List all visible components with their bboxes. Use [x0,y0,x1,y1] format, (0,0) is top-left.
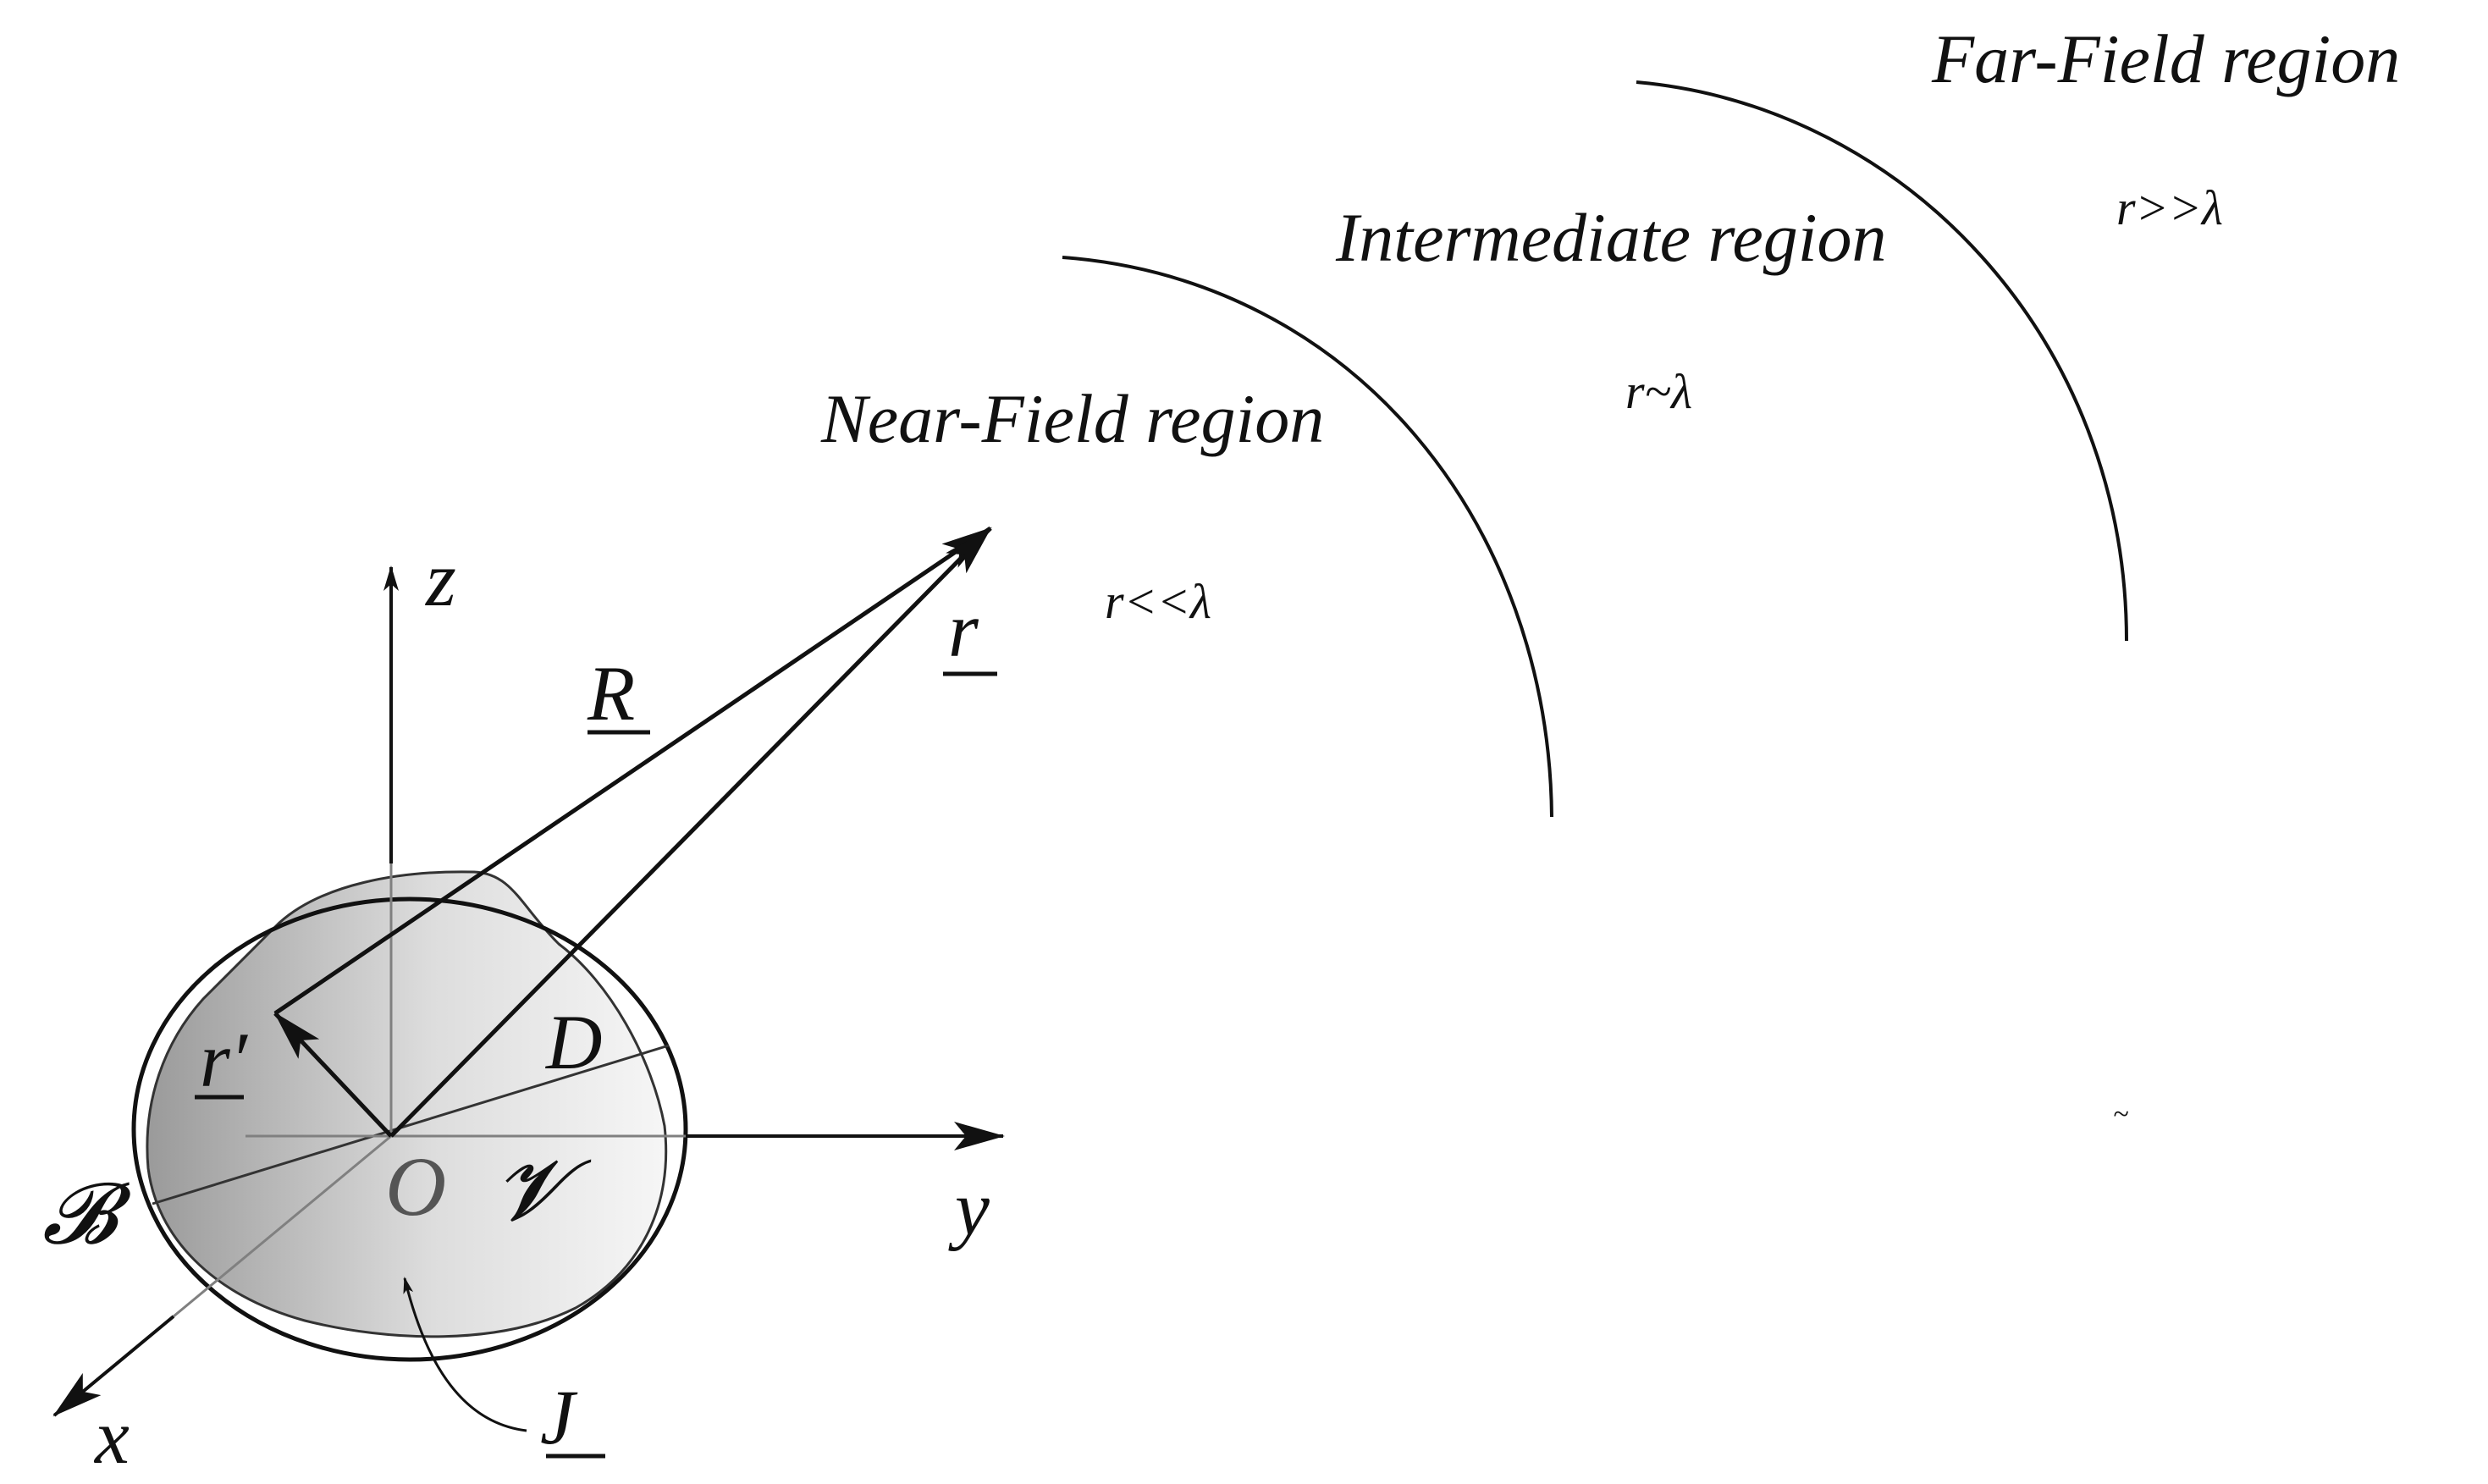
source-volume [146,870,668,1338]
label-z-axis: z [424,536,456,622]
x-axis-inner [173,1134,392,1318]
far-field-condition: r>>λ [2116,180,2223,235]
label-diameter: D [544,999,602,1085]
intermediate-title: Intermediate region [1335,199,1887,276]
far-field-title: Far-Field region [1931,20,2400,97]
label-r-prime: r′ [200,1017,249,1103]
label-x-axis: x [93,1393,130,1480]
label-current: J [540,1374,578,1460]
diameter-line [152,1044,670,1205]
near-field-title: Near-Field region [820,380,1324,457]
far-field-boundary-arc [1636,80,2128,642]
near-field-condition: r<<λ [1105,574,1211,629]
vector-r [389,527,992,1138]
vector-r-prime [273,1012,393,1138]
near-field-boundary-arc [1062,256,1553,818]
stray-tilde-mark: ~ [2113,1099,2128,1130]
intermediate-condition: r~λ [1625,364,1692,419]
label-R: R [587,650,635,736]
vector-R [273,526,992,1016]
label-y-axis: y [948,1165,990,1251]
label-r: r [948,587,979,673]
label-boundary: 𝓑 [42,1164,132,1263]
x-axis [52,1315,175,1417]
current-pointer-line [403,1277,527,1432]
boundary-sphere [131,896,688,1362]
label-origin: O [385,1139,446,1233]
